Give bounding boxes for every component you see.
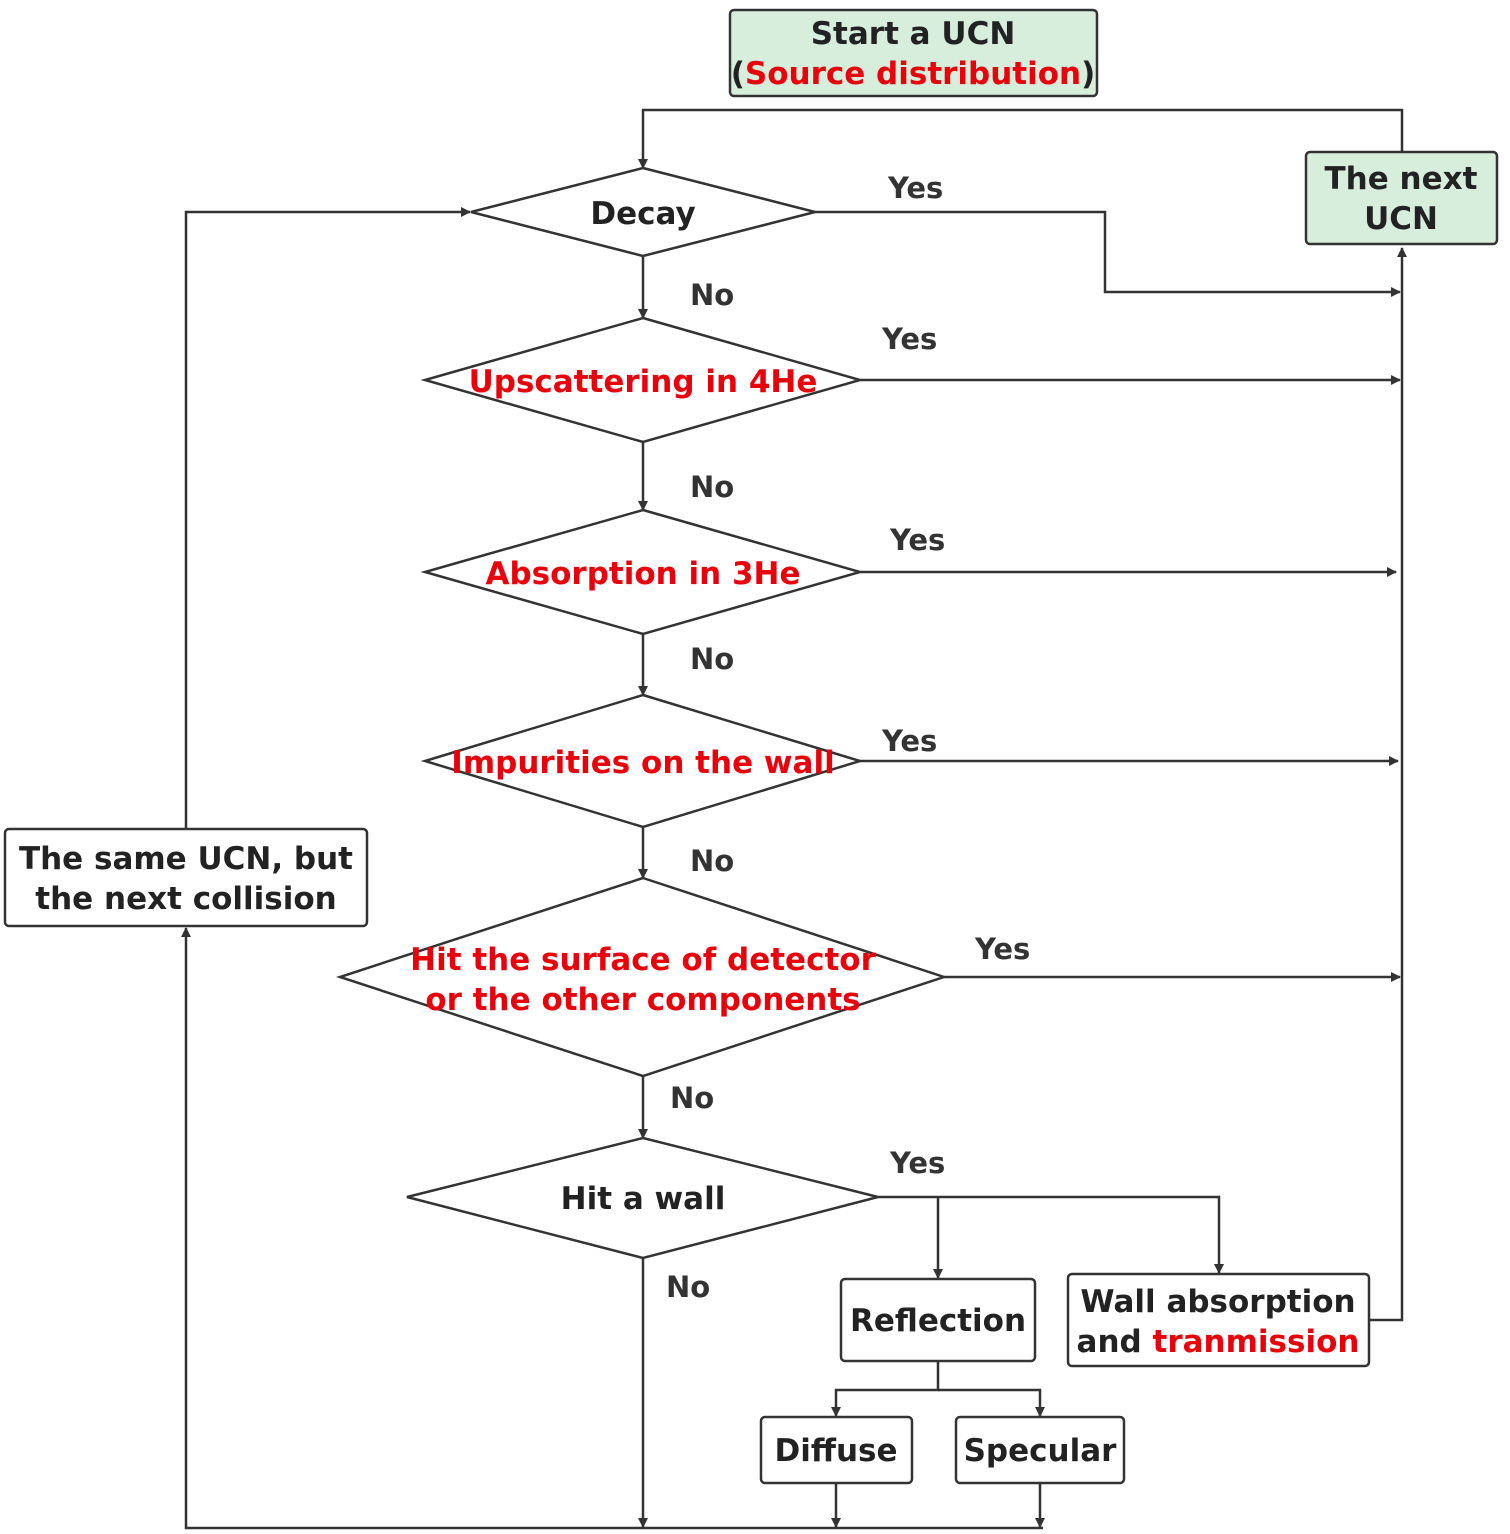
edge-reflection-split — [831, 1362, 940, 1417]
next-ucn-node: The next UCN — [1304, 150, 1499, 246]
impurities-no-label: No — [690, 844, 734, 878]
hit-wall-decision: Hit a wall — [406, 1136, 879, 1260]
decay-decision: Decay — [470, 166, 816, 258]
next-ucn-line1: The next — [1325, 161, 1478, 197]
impurities-yes-label: Yes — [881, 724, 937, 758]
specular-node: Specular — [954, 1415, 1126, 1485]
diffuse-label: Diffuse — [774, 1433, 897, 1469]
absorption-yes-label: Yes — [889, 523, 945, 557]
hit-wall-no-label: No — [666, 1270, 710, 1304]
decay-yes-label: Yes — [887, 171, 943, 205]
start-line1: Start a UCN — [811, 16, 1016, 52]
same-ucn-node: The same UCN, but the next collision — [3, 827, 369, 928]
edge-reflection-to-specular — [938, 1388, 1045, 1417]
upscattering-yes-label: Yes — [881, 322, 937, 356]
edge-hit-wall-yes — [878, 1195, 1224, 1274]
start-node: Start a UCN (Source distribution) — [728, 8, 1099, 98]
edge-same-ucn-to-decay — [184, 207, 471, 828]
upscattering-no-label: No — [690, 470, 734, 504]
decay-label: Decay — [590, 196, 695, 232]
start-line2: (Source distribution) — [731, 56, 1096, 92]
reflection-label: Reflection — [850, 1303, 1026, 1339]
hit-surface-line1: Hit the surface of detector — [410, 942, 876, 978]
wall-absorption-node: Wall absorption and tranmission — [1066, 1272, 1371, 1368]
same-ucn-line2: the next collision — [35, 881, 336, 917]
hit-wall-yes-label: Yes — [889, 1146, 945, 1180]
edge-bottom-return — [181, 927, 1043, 1530]
edge-next-ucn-to-decay — [638, 108, 1404, 169]
next-ucn-line2: UCN — [1364, 201, 1438, 237]
wall-absorption-line1: Wall absorption — [1080, 1284, 1355, 1320]
impurities-label: Impurities on the wall — [451, 745, 834, 781]
absorption-label: Absorption in 3He — [485, 556, 800, 592]
specular-label: Specular — [964, 1433, 1118, 1469]
diffuse-node: Diffuse — [759, 1415, 914, 1485]
hit-wall-label: Hit a wall — [561, 1181, 726, 1217]
edge-wall-absorption-to-next-ucn — [1369, 247, 1407, 1322]
hit-surface-line2: or the other components — [425, 982, 860, 1018]
same-ucn-line1: The same UCN, but — [19, 841, 353, 877]
decay-no-label: No — [690, 278, 734, 312]
edge-labels: Yes No Yes No Yes No Yes No Yes No Yes N… — [666, 171, 1030, 1304]
connectors — [181, 108, 1407, 1530]
edge-decay-yes — [815, 210, 1401, 297]
reflection-node: Reflection — [839, 1277, 1037, 1363]
hit-surface-no-label: No — [670, 1081, 714, 1115]
impurities-decision: Impurities on the wall — [420, 693, 865, 829]
upscattering-label: Upscattering in 4He — [469, 364, 818, 400]
hit-surface-yes-label: Yes — [974, 932, 1030, 966]
hit-surface-decision: Hit the surface of detector or the other… — [335, 876, 949, 1078]
absorption-no-label: No — [690, 642, 734, 676]
wall-absorption-line2: and tranmission — [1077, 1324, 1360, 1360]
upscattering-decision: Upscattering in 4He — [420, 316, 865, 444]
absorption-decision: Absorption in 3He — [420, 508, 865, 636]
